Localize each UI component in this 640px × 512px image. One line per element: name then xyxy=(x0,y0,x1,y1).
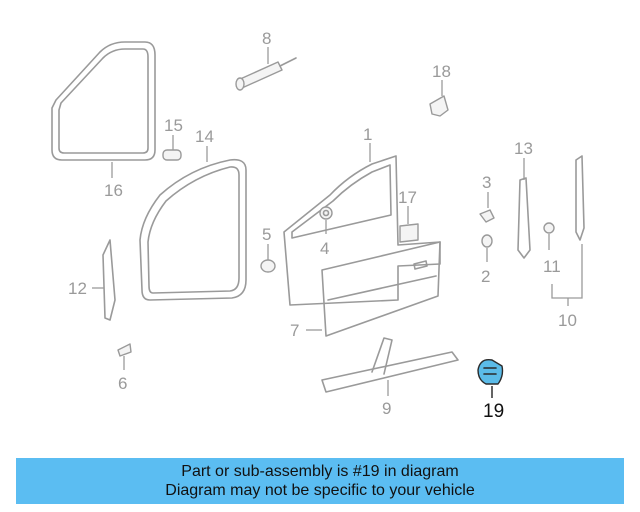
banner-line-2: Diagram may not be specific to your vehi… xyxy=(165,482,475,499)
callout-16: 16 xyxy=(104,181,123,200)
info-banner: Part or sub-assembly is #19 in diagram D… xyxy=(16,458,624,504)
part-10-group-bracket xyxy=(551,244,583,306)
callout-9: 9 xyxy=(382,399,391,418)
parts-diagram: 16 8 18 15 14 1 4 17 xyxy=(51,29,585,422)
callout-4: 4 xyxy=(320,239,329,258)
part-9-rocker-moulding xyxy=(321,337,459,396)
callout-3: 3 xyxy=(482,173,491,192)
part-5-plug xyxy=(260,244,276,273)
part-11-fastener xyxy=(543,222,555,250)
part-7-door-panel xyxy=(306,241,441,337)
callout-11: 11 xyxy=(543,257,561,276)
part-15-clip xyxy=(162,135,182,161)
part-17-label xyxy=(399,206,419,243)
part-19-highlighted xyxy=(477,359,504,398)
part-18-bracket xyxy=(429,80,449,117)
part-14-door-seal xyxy=(139,146,247,301)
callout-13: 13 xyxy=(514,139,533,158)
callout-7: 7 xyxy=(290,321,299,340)
callout-12: 12 xyxy=(68,279,87,298)
callout-19: 19 xyxy=(483,401,504,422)
part-rear-pillar-strip xyxy=(575,155,585,241)
callout-2: 2 xyxy=(481,267,490,286)
part-16-door-opening-seal xyxy=(51,41,156,178)
callout-6: 6 xyxy=(118,374,127,393)
part-13-pillar-seal xyxy=(517,158,531,259)
banner-line-1: Part or sub-assembly is #19 in diagram xyxy=(181,463,459,480)
part-6-clip xyxy=(117,343,132,370)
part-3-grommet xyxy=(479,192,495,223)
callout-10: 10 xyxy=(558,311,577,330)
part-8-tube xyxy=(235,47,297,91)
part-2-washer xyxy=(481,234,493,262)
part-1-door-shell xyxy=(283,143,441,306)
part-12-trim-strip xyxy=(92,239,116,321)
part-4-bushing xyxy=(319,206,333,234)
callout-17: 17 xyxy=(398,188,417,207)
callout-18: 18 xyxy=(432,62,451,81)
callout-5: 5 xyxy=(262,225,271,244)
callout-15: 15 xyxy=(164,116,183,135)
callout-8: 8 xyxy=(262,29,271,48)
callout-14: 14 xyxy=(195,127,214,146)
callout-1: 1 xyxy=(363,125,372,144)
